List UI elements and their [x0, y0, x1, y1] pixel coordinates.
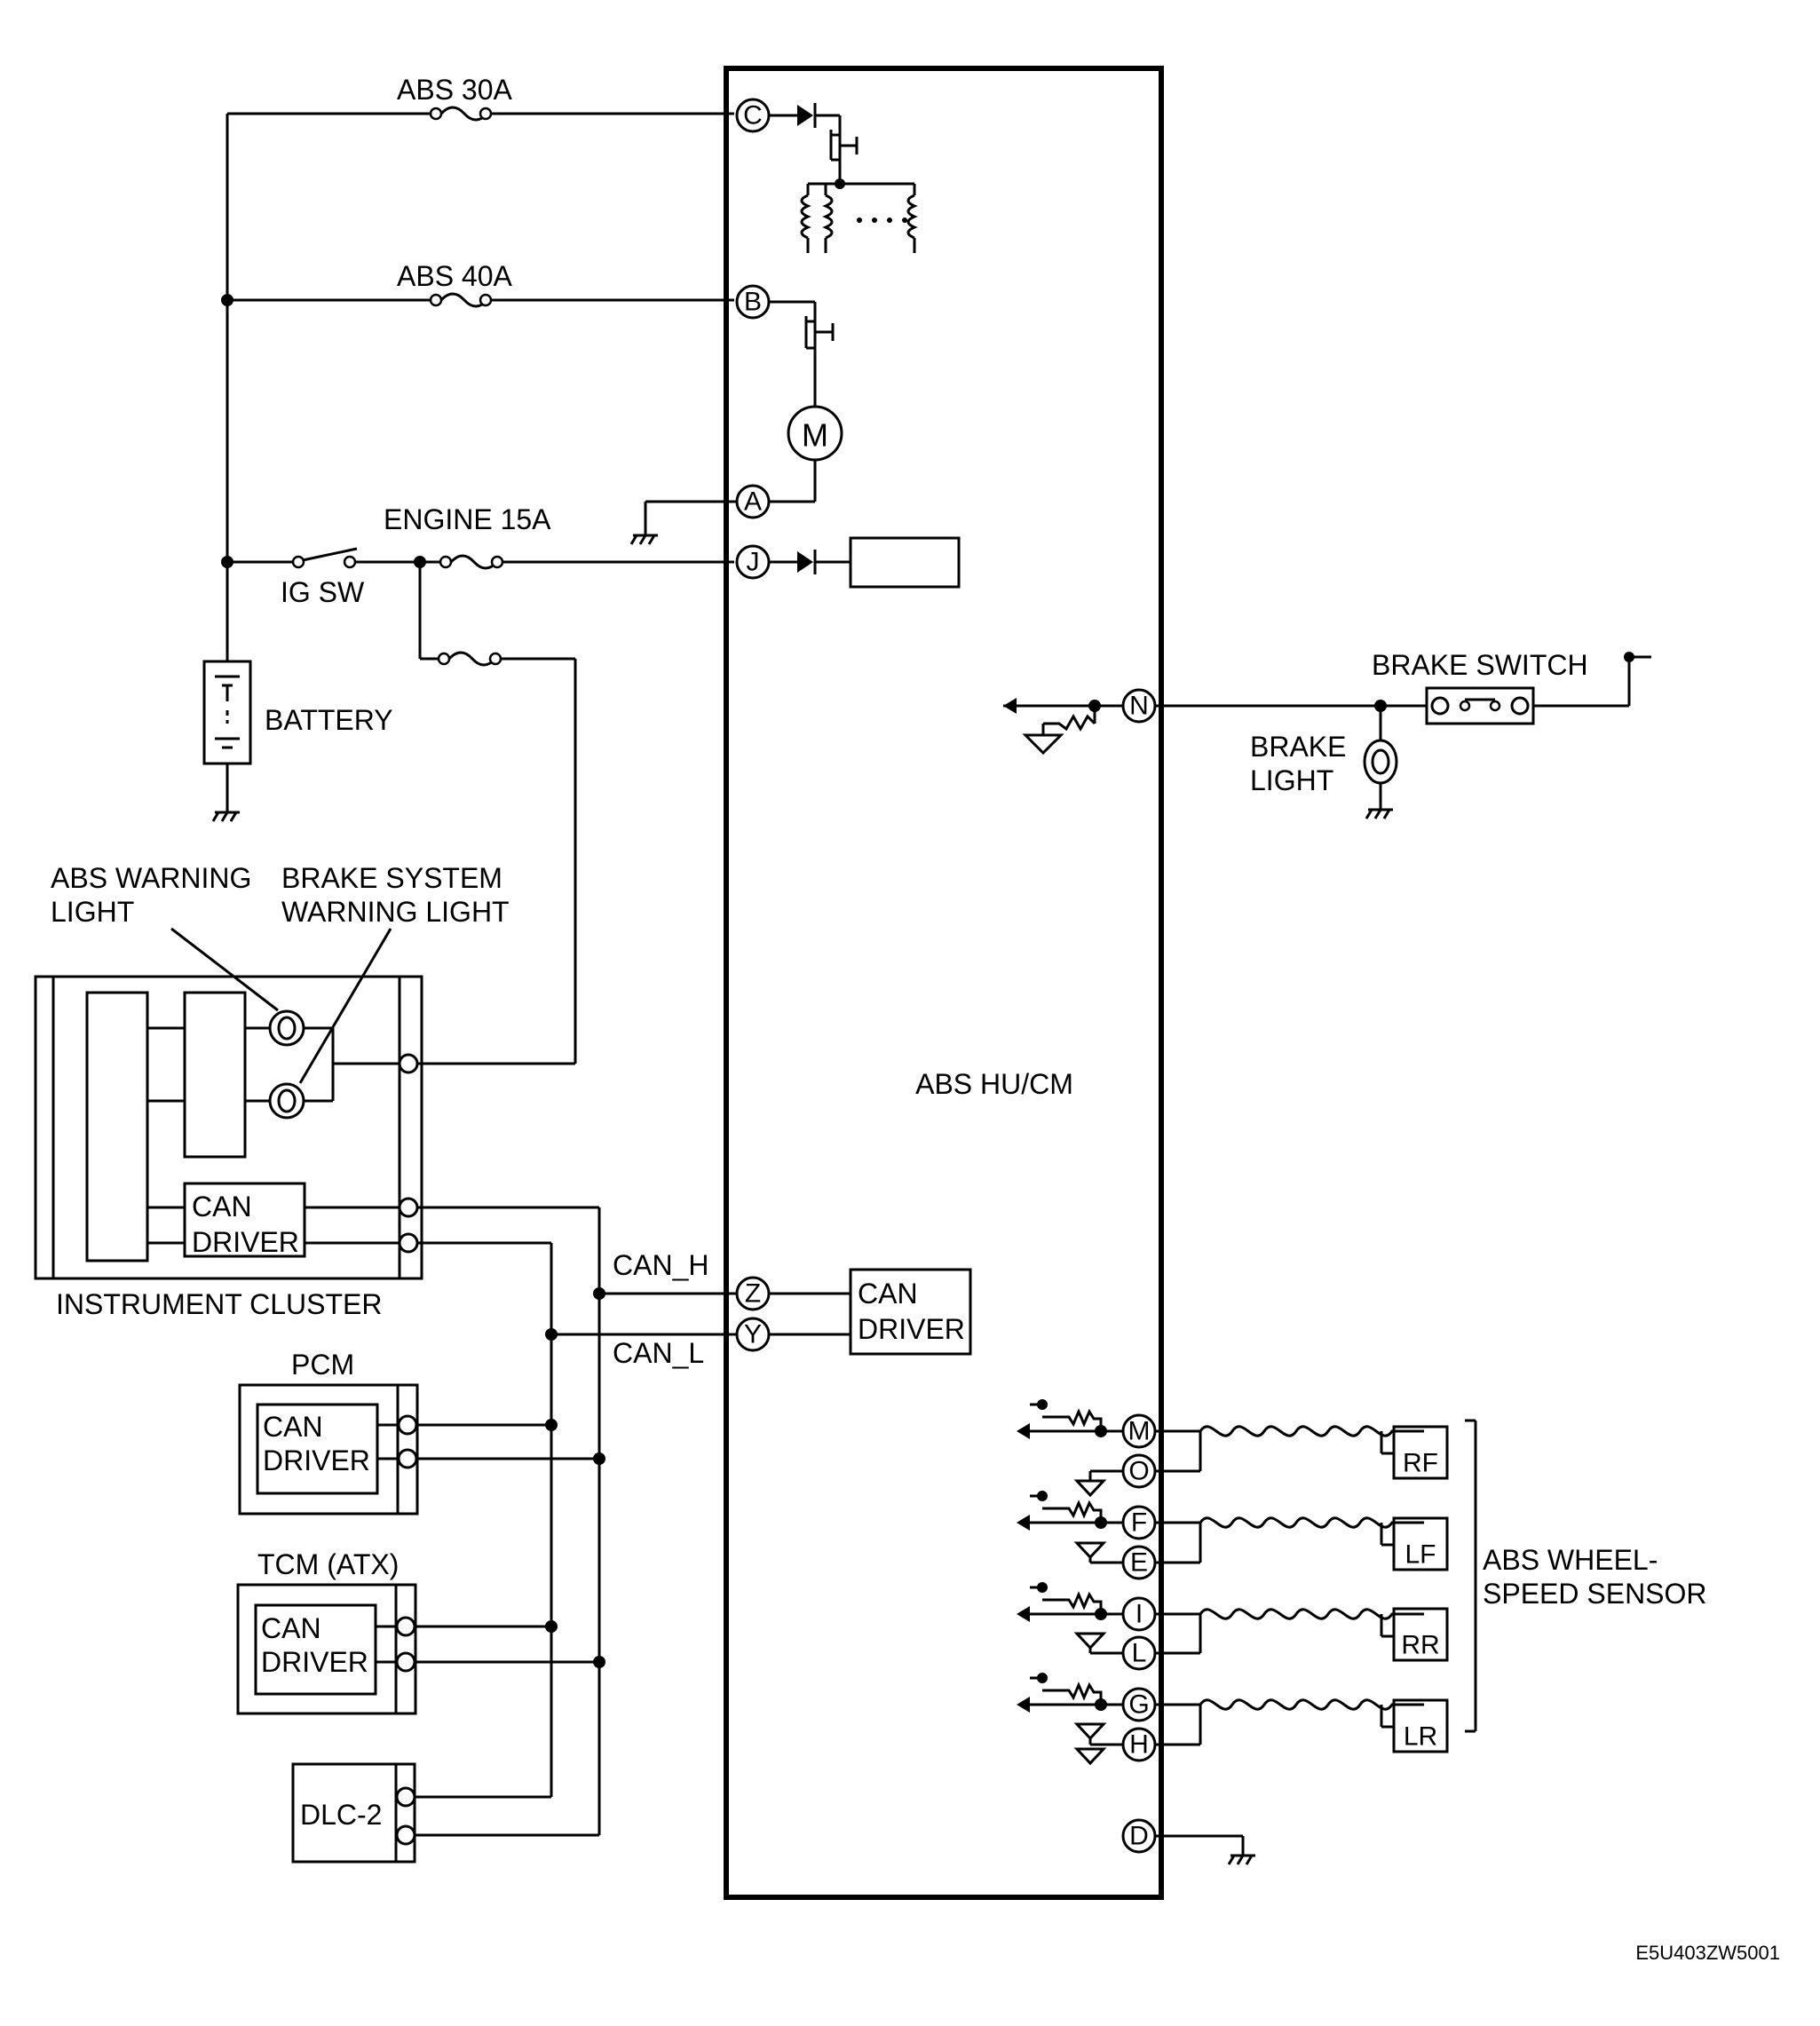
tcm-module	[236, 1583, 605, 1715]
module-can-label-2: DRIVER	[858, 1313, 965, 1345]
sensor-lf-label: LF	[1405, 1540, 1436, 1570]
module-can-label-1: CAN	[858, 1278, 918, 1310]
fuse-abs-30a	[429, 106, 734, 122]
brake-warning-light-label-2: WARNING LIGHT	[281, 896, 510, 928]
tcm-can-label-2: DRIVER	[261, 1646, 368, 1678]
instrument-cluster-label: INSTRUMENT CLUSTER	[56, 1288, 382, 1320]
pin-b-label: B	[744, 288, 762, 317]
power-bus	[221, 112, 431, 661]
brake-switch-label: BRAKE SWITCH	[1372, 649, 1588, 681]
tcm-can-label-1: CAN	[261, 1612, 321, 1644]
fuse-engine-15a	[420, 554, 734, 570]
fuse-abs-40a	[429, 292, 734, 308]
brake-light-label-1: BRAKE	[1250, 731, 1346, 763]
cluster-fuse	[416, 562, 577, 1065]
dlc-2-label: DLC-2	[300, 1799, 382, 1831]
pin-i-label: I	[1136, 1600, 1143, 1629]
pin-m-label: M	[1128, 1417, 1151, 1446]
sensor-bracket	[1465, 1419, 1477, 1733]
instrument-cluster	[34, 975, 423, 1280]
wheel-sensor-rf	[1017, 1399, 1449, 1498]
brake-input-circuit	[1003, 698, 1123, 756]
figure-code: E5U403ZW5001	[1635, 1942, 1780, 1964]
sensor-rr-label: RR	[1401, 1631, 1439, 1660]
dlc-2-connector	[291, 1762, 599, 1864]
pin-l-label: L	[1132, 1639, 1147, 1668]
tcm-label: TCM (ATX)	[257, 1548, 399, 1580]
pcm-module	[238, 1383, 605, 1516]
pin-o-label: O	[1128, 1457, 1149, 1486]
pin-d-label: D	[1129, 1822, 1149, 1851]
brake-light-bulb-icon	[1363, 739, 1398, 785]
fuse-abs-40a-label: ABS 40A	[397, 260, 513, 292]
module-can-driver	[769, 1268, 972, 1356]
can-h-label: CAN_H	[613, 1249, 708, 1281]
wheel-sensor-lr	[1017, 1673, 1449, 1766]
pcm-can-label-1: CAN	[263, 1411, 323, 1443]
ground-a	[629, 500, 737, 545]
ig-switch-label: IG SW	[281, 576, 365, 608]
pump-motor-circuit	[769, 300, 843, 503]
pcm-can-label-2: DRIVER	[263, 1444, 370, 1476]
pin-j-label: J	[747, 548, 760, 577]
pin-n-label: N	[1129, 692, 1149, 721]
wheel-sensor-lf	[1017, 1491, 1449, 1580]
pin-z-label: Z	[745, 1279, 761, 1309]
motor-label: M	[802, 417, 828, 454]
ground-d	[1155, 1834, 1255, 1865]
cluster-can-label-1: CAN	[192, 1191, 252, 1223]
can-l-label: CAN_L	[613, 1337, 704, 1369]
pin-c-label: C	[743, 101, 763, 131]
wheel-sensor-label-1: ABS WHEEL-	[1483, 1544, 1658, 1576]
wheel-sensor-label-2: SPEED SENSOR	[1483, 1578, 1707, 1610]
brake-warning-light-label-1: BRAKE SYSTEM	[281, 862, 502, 894]
solenoid-circuit	[769, 103, 918, 253]
brake-switch-circuit	[1155, 652, 1651, 819]
pin-f-label: F	[1131, 1508, 1147, 1538]
abs-warning-light-label-1: ABS WARNING	[51, 862, 251, 894]
battery	[202, 660, 252, 822]
pin-a-label: A	[744, 487, 762, 517]
abs-hucm-module	[724, 66, 1164, 1900]
sensor-rf-label: RF	[1403, 1449, 1438, 1478]
ignition-switch	[291, 547, 426, 569]
fuse-engine-15a-label: ENGINE 15A	[384, 503, 551, 535]
pcm-label: PCM	[291, 1349, 354, 1381]
battery-label: BATTERY	[265, 704, 393, 736]
ignition-input-circuit	[769, 536, 961, 589]
can-bus	[417, 1206, 737, 1835]
abs-hucm-label: ABS HU/CM	[915, 1068, 1073, 1100]
pin-y-label: Y	[744, 1320, 762, 1349]
pin-e-label: E	[1130, 1548, 1148, 1578]
brake-light-label-2: LIGHT	[1250, 764, 1333, 796]
cluster-can-label-2: DRIVER	[192, 1226, 299, 1258]
pin-h-label: H	[1129, 1730, 1149, 1760]
pin-g-label: G	[1128, 1690, 1149, 1720]
abs-warning-light-label-2: LIGHT	[51, 896, 134, 928]
sensor-lr-label: LR	[1404, 1722, 1437, 1752]
fuse-abs-30a-label: ABS 30A	[397, 74, 513, 106]
wheel-sensor-rr	[1017, 1582, 1449, 1671]
